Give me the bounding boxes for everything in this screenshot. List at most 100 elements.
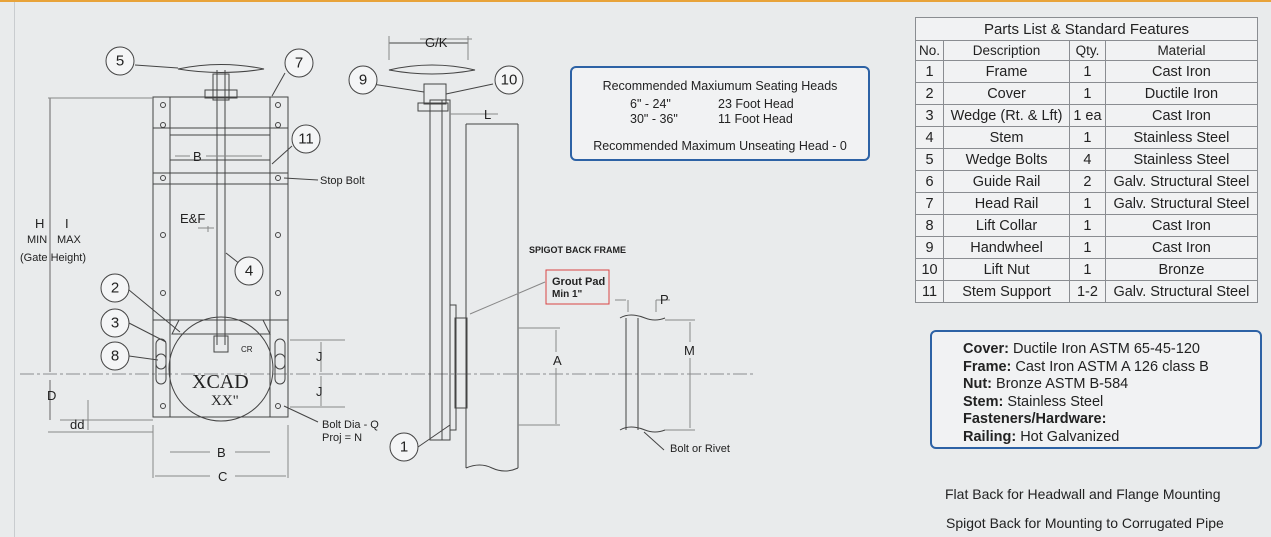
side-frame <box>429 99 443 441</box>
seating-row2-head: 11 Foot Head <box>718 112 793 126</box>
spigot-back-frame-label: SPIGOT BACK FRAME <box>529 245 626 255</box>
seating-heads-title: Recommended Maxiumum Seating Heads <box>602 79 838 93</box>
cell-qty: 2 <box>1069 170 1106 193</box>
material-nut-label: Nut: <box>963 376 992 392</box>
material-frame: Frame: Cast Iron ASTM A 126 class B <box>963 359 1260 377</box>
col-header-description: Description <box>943 40 1071 61</box>
callout-10 <box>494 65 524 95</box>
callout-1 <box>389 432 419 462</box>
seating-heads-box: Recommended Maxiumum Seating Heads 6" - … <box>570 66 870 161</box>
seating-row1-head: 23 Foot Head <box>718 97 794 111</box>
left-border-line <box>14 2 15 537</box>
material-fasteners-label: Fasteners/Hardware: <box>963 411 1107 427</box>
cell-qty: 1 <box>1069 192 1106 215</box>
cell-qty: 1 <box>1069 126 1106 149</box>
top-accent-line <box>0 0 1271 2</box>
dim-d: D <box>47 388 56 403</box>
material-stem-value: Stainless Steel <box>1007 393 1104 410</box>
cell-material: Cast Iron <box>1104 60 1259 83</box>
dim-dd: dd <box>70 417 84 432</box>
material-cover-value: Ductile Iron ASTM 65-45-120 <box>1012 341 1200 357</box>
cell-qty: 1 <box>1069 258 1106 281</box>
cell-no: 4 <box>914 126 945 149</box>
cell-material: Cast Iron <box>1104 104 1259 127</box>
cell-description: Guide Rail <box>943 170 1071 193</box>
callout-8 <box>348 65 378 95</box>
callout-9 <box>105 46 135 76</box>
dim-b-bottom: B <box>217 445 226 460</box>
cell-no: 6 <box>914 170 945 193</box>
cell-material: Galv. Structural Steel <box>1104 170 1259 193</box>
callout-11-label: 11 <box>298 131 314 148</box>
dim-min: MIN <box>27 234 47 246</box>
stop-bolt-label: Stop Bolt <box>320 175 365 187</box>
callout-5 <box>100 341 130 371</box>
grout-pad-label: Grout Pad <box>552 276 605 288</box>
dim-max: MAX <box>57 234 82 246</box>
xx-text: XX" <box>211 393 239 409</box>
grout-pad-min-label: Min 1" <box>552 289 583 300</box>
cr-text: CR <box>241 345 253 354</box>
dim-a: A <box>553 353 562 368</box>
frame-outline <box>152 96 289 418</box>
callout-3 <box>100 308 130 338</box>
cell-no: 5 <box>914 148 945 171</box>
dim-j-bottom: J <box>316 384 323 399</box>
material-frame-label: Frame: <box>963 358 1012 375</box>
cell-no: 2 <box>914 82 945 105</box>
cell-qty: 1-2 <box>1069 280 1106 303</box>
cell-no: 10 <box>914 258 945 281</box>
callout-9-label: 5 <box>116 53 124 70</box>
cell-description: Stem Support <box>943 280 1071 303</box>
cell-description: Cover <box>943 82 1071 105</box>
bolt-or-rivet-label: Bolt or Rivet <box>670 443 730 455</box>
seating-row1-size: 6" - 24" <box>630 97 671 111</box>
xcad-text: XCAD <box>192 371 249 393</box>
spigot-back-note: Spigot Back for Mounting to Corrugated P… <box>946 515 1224 531</box>
material-nut: Nut: Bronze ASTM B-584 <box>963 376 1260 394</box>
cell-qty: 1 <box>1069 60 1106 83</box>
handwheel-side <box>388 64 476 75</box>
callout-5-label: 8 <box>111 348 119 365</box>
materials-box: Cover: Ductile Iron ASTM 65-45-120 Frame… <box>930 330 1262 449</box>
cell-qty: 1 <box>1069 214 1106 237</box>
dim-j-top: J <box>316 349 323 364</box>
dim-i: I <box>65 216 69 231</box>
cell-no: 7 <box>914 192 945 215</box>
callout-4 <box>234 256 264 286</box>
callout-7-label: 7 <box>295 55 303 72</box>
material-nut-value: Bronze ASTM B-584 <box>996 376 1129 392</box>
cell-description: Frame <box>943 60 1071 83</box>
cell-no: 3 <box>914 104 945 127</box>
handwheel-front <box>177 64 265 73</box>
cell-material: Ductile Iron <box>1104 82 1259 105</box>
dim-m: M <box>684 343 695 358</box>
cell-no: 1 <box>914 60 945 83</box>
dim-gk: G/K <box>425 35 448 50</box>
cell-qty: 4 <box>1069 148 1106 171</box>
material-cover-label: Cover: <box>963 341 1009 357</box>
dim-h: H <box>35 216 44 231</box>
col-header-no: No. <box>914 40 945 61</box>
dim-l: L <box>484 107 491 122</box>
cell-qty: 1 ea <box>1069 104 1106 127</box>
cell-material: Stainless Steel <box>1104 148 1259 171</box>
cell-material: Cast Iron <box>1104 236 1259 259</box>
cell-description: Wedge Bolts <box>943 148 1071 171</box>
cell-description: Lift Nut <box>943 258 1071 281</box>
flat-back-note: Flat Back for Headwall and Flange Mounti… <box>945 486 1221 502</box>
material-stem-label: Stem: <box>963 393 1004 410</box>
callout-7 <box>284 48 314 78</box>
material-railing: Railing: Hot Galvanized <box>963 429 1260 447</box>
cell-description: Lift Collar <box>943 214 1071 237</box>
cell-no: 11 <box>914 280 945 303</box>
material-stem: Stem: Stainless Steel <box>963 394 1260 412</box>
col-header-qty: Qty. <box>1069 40 1106 61</box>
dim-p: P <box>660 292 669 307</box>
